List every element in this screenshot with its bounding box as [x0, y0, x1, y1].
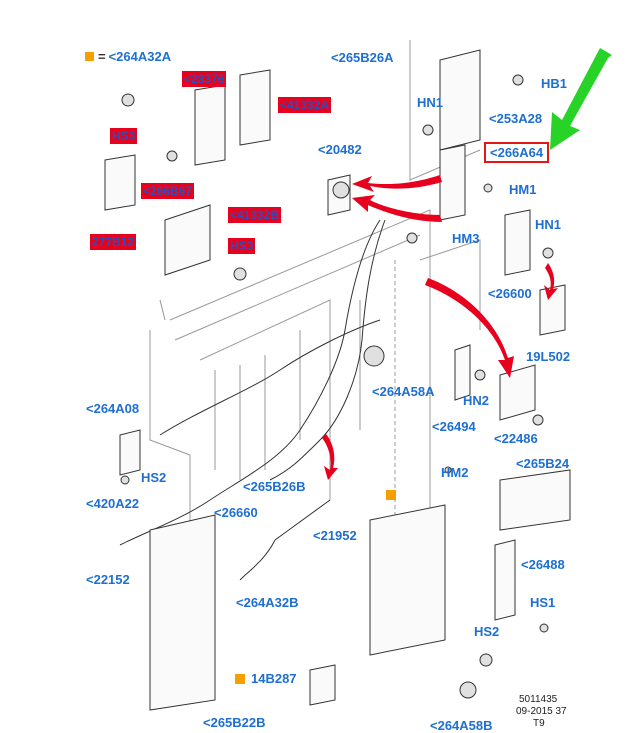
part-label: HB1	[541, 76, 568, 91]
fasteners	[120, 74, 554, 699]
part-label: <420A22	[86, 496, 140, 511]
legend: = <264A32A	[85, 49, 171, 64]
part-label: <26600	[488, 286, 532, 301]
orange-square-icon	[85, 52, 94, 61]
legend-equals: =	[98, 49, 106, 64]
part-label: HN1	[417, 95, 444, 110]
red-direction-arrows	[322, 175, 558, 480]
highlighted-red-label: <23376	[182, 71, 227, 87]
part-label: <264A58B	[430, 718, 493, 733]
part-label: <20482	[318, 142, 362, 157]
part-label: HM2	[441, 465, 469, 480]
part-label: 14B287	[251, 671, 297, 686]
part-label: HN2	[463, 393, 490, 408]
orange-square-icon	[386, 490, 396, 500]
part-label: <22152	[86, 572, 130, 587]
reference-date: 09-2015 37	[516, 706, 567, 717]
highlighted-part-label: <266A64	[484, 142, 550, 163]
part-label: 19L502	[526, 349, 571, 364]
reference-number: 5011435	[519, 694, 558, 705]
part-label: <264A32B	[236, 595, 299, 610]
part-label: HS2	[141, 470, 167, 485]
highlighted-red-label: <266B67	[141, 183, 195, 199]
part-label: <253A28	[489, 111, 543, 126]
legend-code: <264A32A	[108, 49, 172, 64]
green-indicator-arrow	[550, 48, 612, 150]
part-label: <22486	[494, 431, 538, 446]
highlighted-red-label: <41332B	[228, 207, 282, 223]
highlighted-red-label: HS3	[110, 128, 138, 144]
part-label: <26660	[214, 505, 258, 520]
highlighted-red-label: HS3	[228, 238, 256, 254]
part-label: HS1	[530, 595, 556, 610]
part-label: <26488	[521, 557, 565, 572]
part-label: HM3	[452, 231, 480, 246]
part-label: HS2	[474, 624, 500, 639]
part-label: <264A58A	[372, 384, 435, 399]
part-label: HM1	[509, 182, 537, 197]
part-label: <265B22B	[203, 715, 266, 730]
highlighted-red-label: 277B12	[90, 234, 137, 250]
part-label: <264A08	[86, 401, 140, 416]
reference-code: T9	[533, 718, 545, 729]
part-label: <265B26A	[331, 50, 394, 65]
part-label: <26494	[432, 419, 476, 434]
highlighted-red-label: <41332A	[278, 97, 332, 113]
part-label: <265B26B	[243, 479, 306, 494]
part-label: <265B24	[516, 456, 570, 471]
part-label: HN1	[535, 217, 562, 232]
cable-assemblies	[119, 219, 386, 581]
orange-square-icon	[235, 674, 245, 684]
hinge-bracket-parts	[104, 49, 571, 711]
part-label: <21952	[313, 528, 357, 543]
